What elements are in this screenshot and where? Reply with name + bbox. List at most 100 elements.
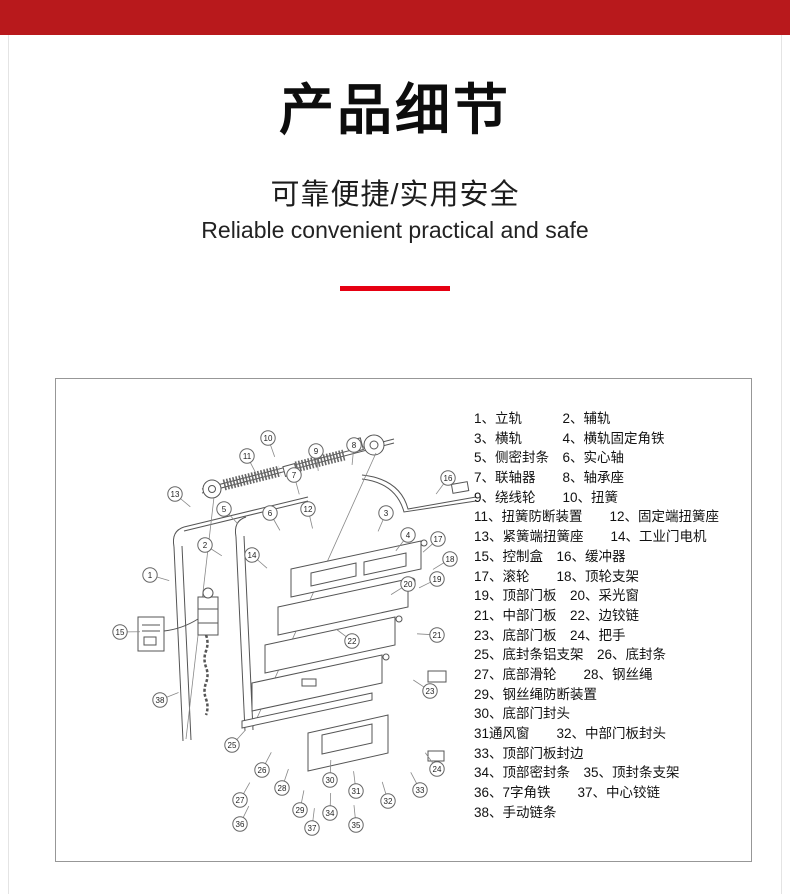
- callout-circle: [429, 571, 445, 587]
- callout-circle: [400, 527, 416, 543]
- callout-leader-line: [422, 543, 433, 553]
- callout-circle: [442, 551, 458, 567]
- callout-circle: [400, 576, 416, 592]
- callout-number: 9: [314, 447, 319, 456]
- callout-number: 29: [296, 806, 305, 815]
- callout-leader-line: [316, 458, 319, 471]
- parts-list-line: 29、钢丝绳防断装置: [474, 686, 598, 702]
- callout-circle: [197, 537, 213, 553]
- parts-list-line: 21、中部门板 22、边铰链: [474, 607, 640, 623]
- horizontal-track: [361, 474, 477, 513]
- callout-circle: [430, 531, 446, 547]
- callout-leader-line: [424, 752, 434, 764]
- callout-number: 6: [268, 509, 273, 518]
- callout-number: 19: [433, 575, 442, 584]
- callout-leader-line: [283, 768, 289, 782]
- callout-number: 37: [308, 824, 317, 833]
- callout-circle: [232, 792, 248, 808]
- callout-leader-line: [301, 790, 305, 804]
- callout-leader-line: [156, 576, 170, 581]
- parts-list-line: 36、7字角铁 37、中心铰链: [474, 785, 661, 801]
- parts-list-line: 3、横轨 4、横轨固定角铁: [474, 430, 665, 446]
- callout-leader-line: [243, 782, 251, 794]
- hand-chain: [203, 634, 209, 716]
- callout-leader-line: [309, 515, 313, 529]
- callout-circle: [346, 437, 362, 453]
- callout-circle: [308, 443, 324, 459]
- callout-number: 34: [326, 809, 335, 818]
- callout-circle: [216, 501, 232, 517]
- top-banner: [0, 0, 790, 35]
- parts-list-line: 1、立轨 2、辅轨: [474, 411, 611, 426]
- callout-leader-line: [264, 752, 272, 764]
- parts-list-line: 27、底部滑轮 28、钢丝绳: [474, 666, 653, 682]
- parts-list-line: 31通风窗 32、中部门板封头: [474, 726, 667, 741]
- callout-circle: [274, 780, 290, 796]
- callout-circle: [232, 816, 248, 832]
- subtitle-cn: 可靠便捷/实用安全: [270, 179, 520, 211]
- callout-circle: [292, 802, 308, 818]
- callout-circle: [239, 448, 255, 464]
- callout-circle: [300, 501, 316, 517]
- parts-list-line: 13、紧簧端扭簧座 14、工业门电机: [474, 529, 707, 545]
- callout-circle: [322, 805, 338, 821]
- parts-list-line: 25、底封条铝支架 26、底封条: [474, 647, 667, 663]
- callout-leader-line: [377, 519, 384, 532]
- parts-list-line: 17、滚轮 18、顶轮支架: [474, 568, 640, 584]
- callout-number: 14: [248, 551, 257, 560]
- parts-list-line: 5、侧密封条 6、实心轴: [474, 450, 625, 466]
- callout-circle: [167, 486, 183, 502]
- callout-number: 23: [426, 687, 435, 696]
- parts-list-line: 19、顶部门板 20、采光窗: [474, 588, 640, 604]
- callout-circle: [378, 505, 394, 521]
- subtitle-en: Reliable convenient practical and safe: [201, 217, 589, 243]
- parts-list-line: 23、底部门板 24、把手: [474, 627, 626, 643]
- parts-list-line: 30、底部门封头: [474, 706, 571, 722]
- callout-circle: [380, 793, 396, 809]
- callout-circle: [440, 470, 456, 486]
- callout-circle: [152, 692, 168, 708]
- callout-leader-line: [353, 805, 356, 818]
- callout-number: 15: [116, 628, 125, 637]
- callout-leader-line: [417, 633, 430, 635]
- callout-number: 27: [236, 796, 245, 805]
- callout-number: 21: [433, 631, 442, 640]
- parts-list-line: 34、顶部密封条 35、顶封条支架: [474, 765, 680, 781]
- callout-circle: [322, 772, 338, 788]
- callout-circle: [348, 783, 364, 799]
- parts-list-line: 15、控制盒 16、缓冲器: [474, 548, 626, 564]
- callout-leader-line: [410, 772, 418, 784]
- callout-number: 2: [203, 541, 208, 550]
- control-box: [137, 616, 199, 652]
- callout-number: 12: [304, 505, 313, 514]
- callout-circle: [344, 633, 360, 649]
- parts-list-line: 11、扭簧防断装置 12、固定端扭簧座: [474, 509, 720, 525]
- callout-leader-line: [180, 498, 191, 508]
- parts-list-line: 38、手动链条: [474, 804, 557, 820]
- door-motor: [197, 587, 219, 636]
- callout-number: 7: [292, 471, 297, 480]
- parts-list: 1、立轨 2、辅轨 3、横轨 4、横轨固定角铁 5、侧密封条 6、实心轴 7、联…: [474, 409, 746, 822]
- callout-leader-line: [312, 808, 315, 821]
- callout-leader-line: [335, 628, 347, 637]
- callout-circle: [142, 567, 158, 583]
- callout-number: 31: [352, 787, 361, 796]
- callout-number: 5: [222, 505, 227, 514]
- callout-circle: [224, 737, 240, 753]
- callout-leader-line: [395, 540, 404, 552]
- callout-circle: [348, 817, 364, 833]
- callout-number: 38: [156, 696, 165, 705]
- callout-leader-line: [418, 581, 431, 589]
- callout-leader-line: [413, 679, 425, 688]
- callout-leader-line: [228, 513, 238, 524]
- callout-leader-line: [166, 692, 179, 698]
- callout-number: 25: [228, 741, 237, 750]
- spring-shaft-assembly: [201, 434, 395, 499]
- parts-list-line: 9、绕线轮 10、扭簧: [474, 489, 619, 505]
- page-title: 产品细节: [278, 79, 511, 141]
- callout-number: 16: [444, 474, 453, 483]
- callout-number: 11: [243, 452, 252, 461]
- callout-leader-line: [435, 483, 445, 495]
